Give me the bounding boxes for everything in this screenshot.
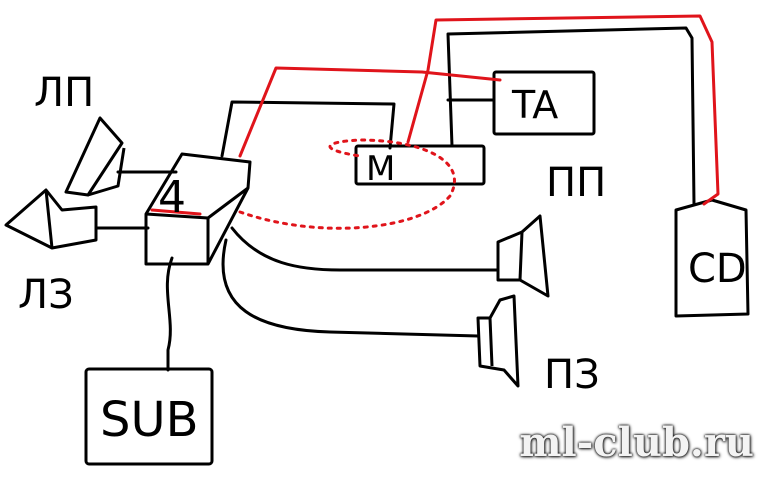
rear-right-wire — [221, 238, 480, 338]
amp-input-wire — [150, 208, 202, 216]
rear-right-speaker — [476, 294, 520, 388]
rca-wire — [238, 66, 502, 158]
head-unit-label: M — [366, 149, 395, 189]
cd-black-wire — [446, 26, 696, 206]
amplifier — [144, 152, 252, 266]
front-right-speaker — [496, 214, 550, 298]
dashed-loop — [238, 138, 456, 230]
cd-signal-wire — [406, 14, 720, 206]
head-unit-box — [354, 144, 486, 186]
cd-label: CD — [688, 246, 747, 292]
sub-label: SUB — [100, 392, 199, 448]
subwoofer-box — [84, 367, 214, 466]
sub-wire — [165, 256, 174, 372]
amp-channel-label: 4 — [158, 172, 186, 223]
ta-label: TA — [511, 83, 558, 127]
front-left-speaker — [64, 116, 178, 197]
power-wire — [220, 100, 396, 158]
ta-box — [492, 70, 596, 136]
site-watermark: ml-club.ru — [519, 419, 754, 466]
rear-left-speaker — [4, 188, 150, 250]
front-right-label: ПП — [546, 160, 606, 206]
front-left-label: ЛП — [34, 70, 94, 116]
rear-right-label: ПЗ — [544, 352, 600, 398]
front-right-wire — [230, 226, 500, 272]
rear-left-label: ЛЗ — [18, 272, 74, 318]
